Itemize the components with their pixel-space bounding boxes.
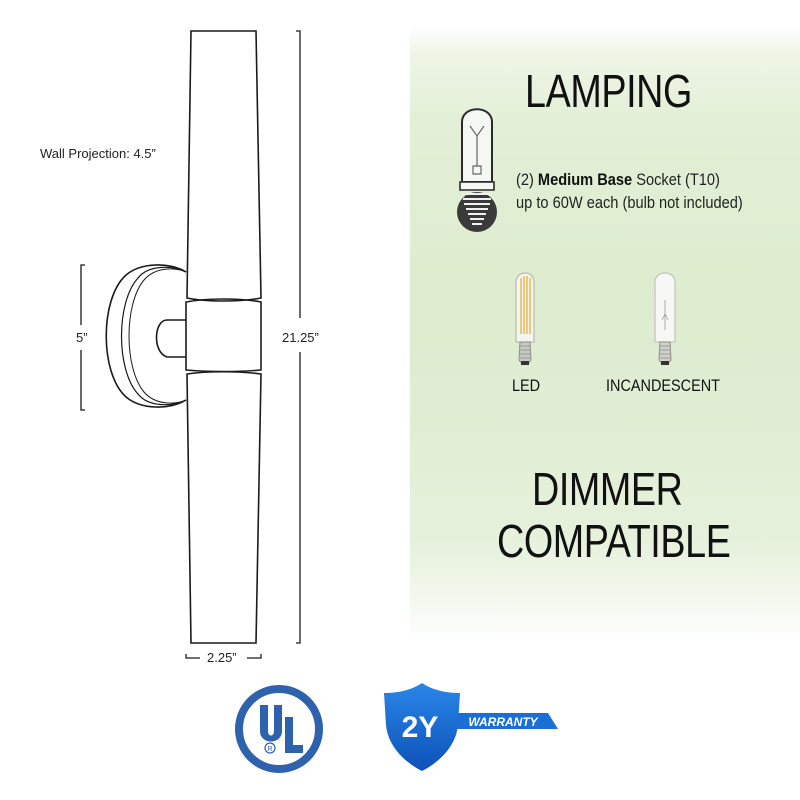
width-label: 2.25” bbox=[207, 650, 237, 665]
arm bbox=[155, 319, 186, 358]
wall-projection-label: Wall Projection: 4.5” bbox=[40, 146, 156, 161]
wattage-spec-line: up to 60W each (bulb not included) bbox=[516, 193, 743, 212]
incandescent-bulb-icon bbox=[654, 272, 676, 365]
wall-plate-inner bbox=[120, 266, 187, 406]
ul-certification-logo: R bbox=[235, 685, 323, 773]
bulb-type-led: LED bbox=[512, 376, 541, 395]
backplate-dimension-bracket bbox=[80, 264, 85, 411]
lower-shade bbox=[186, 370, 262, 644]
warranty-badge: 2Y WARRANTY bbox=[384, 683, 558, 771]
led-filament-bulb-icon bbox=[515, 272, 535, 365]
collar bbox=[185, 298, 262, 373]
warranty-years: 2Y bbox=[402, 711, 439, 744]
bulb-type-incandescent: INCANDESCENT bbox=[606, 376, 721, 395]
overall-height-label: 21.25” bbox=[280, 330, 321, 345]
registered-mark: R bbox=[267, 746, 272, 753]
shield-icon bbox=[384, 683, 460, 771]
dimmer-title-line1: DIMMER bbox=[532, 463, 683, 515]
wall-plate-outer bbox=[105, 264, 187, 408]
socket-type: Medium Base bbox=[537, 170, 633, 189]
upper-shade bbox=[186, 30, 262, 302]
warranty-ribbon bbox=[440, 713, 558, 729]
socket-spec-line: (2) Medium Base Socket (T10) bbox=[516, 170, 720, 189]
backplate-height-label: 5” bbox=[74, 330, 90, 345]
warranty-label: WARRANTY bbox=[468, 715, 538, 729]
height-dimension-bracket bbox=[296, 30, 301, 644]
lamping-title: LAMPING bbox=[525, 65, 692, 117]
sconce-line-drawing bbox=[80, 30, 301, 659]
width-dimension-bracket bbox=[185, 654, 262, 659]
spec-panel-background bbox=[410, 0, 800, 640]
dimmer-title-line2: COMPATIBLE bbox=[497, 515, 731, 567]
t10-bulb-icon bbox=[457, 108, 497, 232]
